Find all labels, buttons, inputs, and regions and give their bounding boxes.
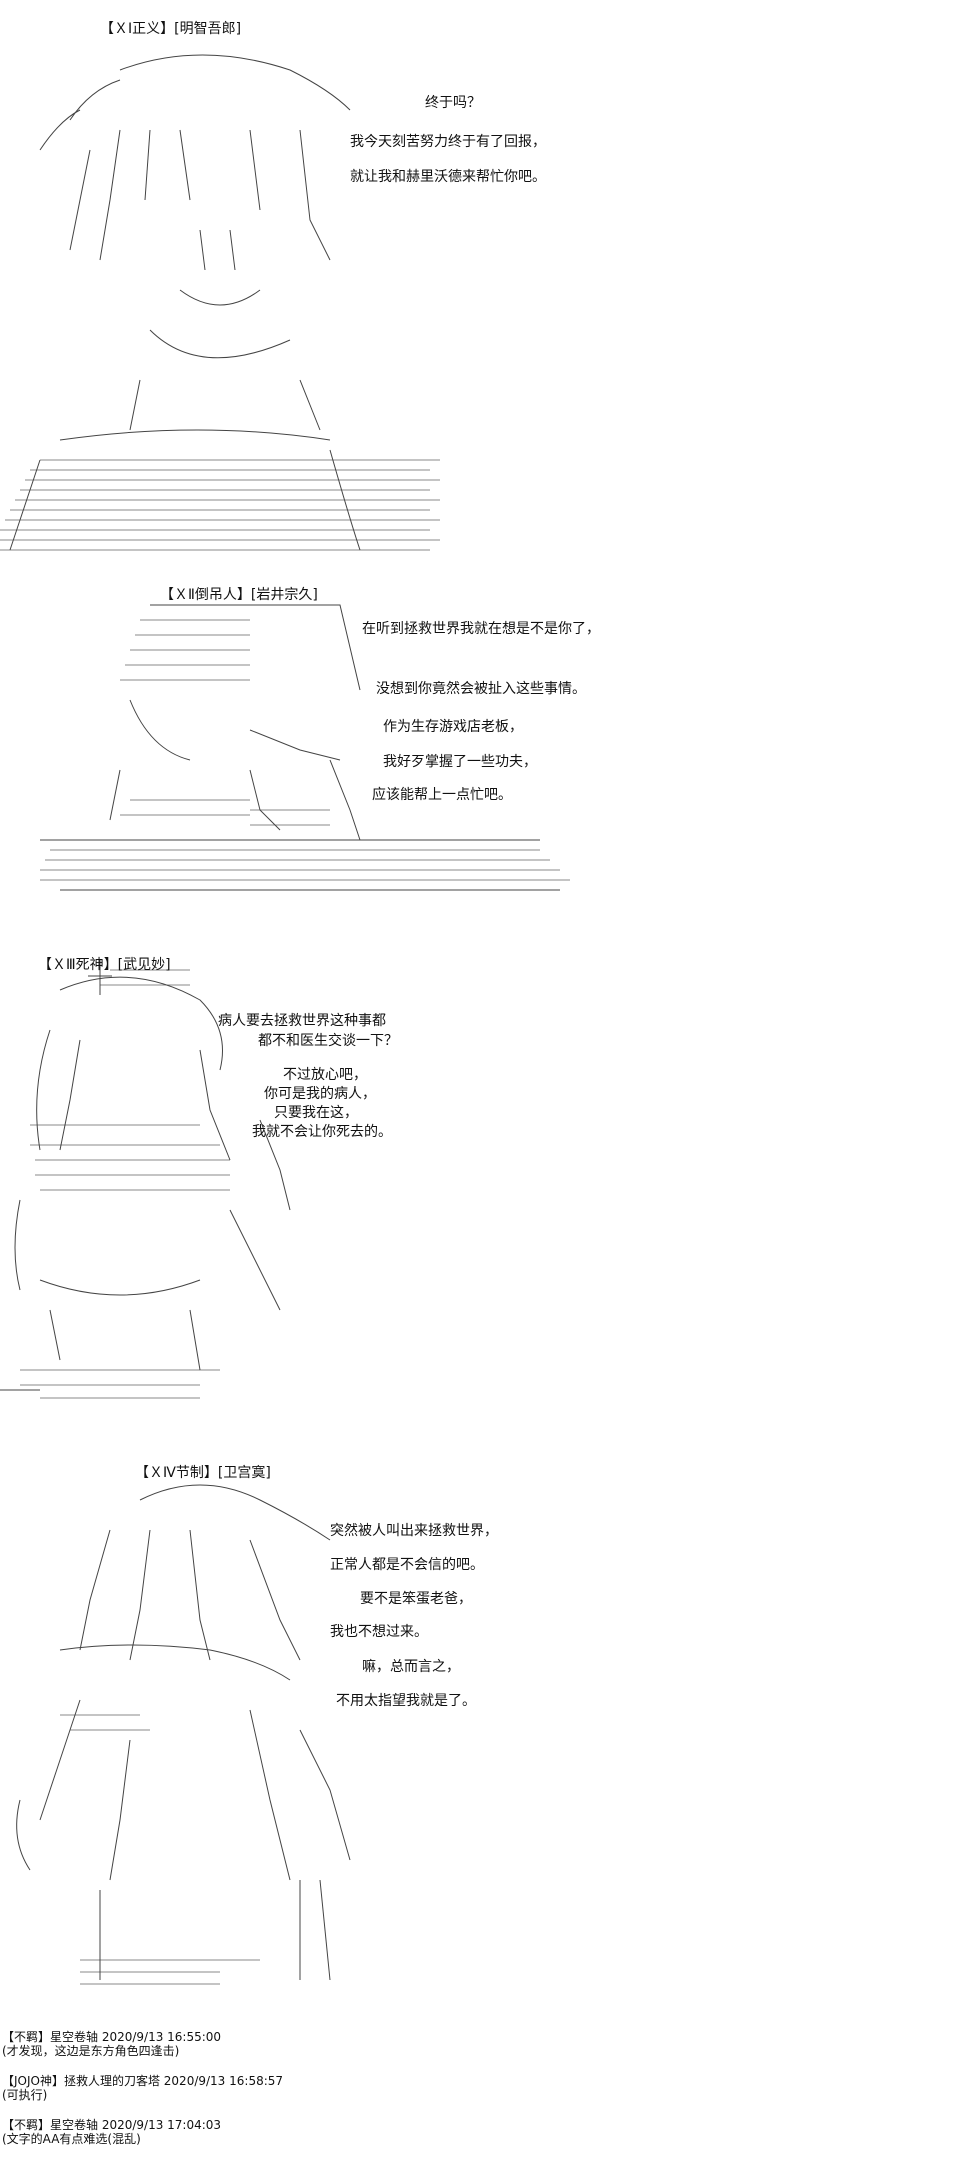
dialog-line: 正常人都是不会信的吧。 [330, 1557, 484, 1573]
dialog-line: 应该能帮上一点忙吧。 [372, 787, 512, 803]
dialog-line: 不用太指望我就是了。 [336, 1693, 476, 1709]
dialog-line: 没想到你竟然会被扯入这些事情。 [376, 681, 586, 697]
character-art-akechi-icon [0, 54, 440, 551]
dialog-line: 在听到拯救世界我就在想是不是你了， [362, 621, 600, 637]
panel-caption: 【ＸⅡ倒吊人】[岩井宗久] [160, 587, 318, 603]
panel-hanged-man: 【ＸⅡ倒吊人】[岩井宗久] 在听到拯救世界我就在想是不是你了， 没想到你竟然会被… [0, 580, 963, 940]
comment-header: 【不羁】星空卷轴 2020/9/13 17:04:03 [2, 2118, 222, 2132]
dialog-line: 病人要去拯救世界这种事都 [218, 1013, 386, 1029]
panel-justice: 【ＸⅠ正义】[明智吾郎] 终于吗？ 我今天刻苦努力终于有了回报， 就让我和赫里沃… [0, 0, 963, 560]
dialog-line: 终于吗？ [425, 95, 481, 111]
dialog-line: 我今天刻苦努力终于有了回报， [350, 134, 546, 150]
dialog-line: 要不是笨蛋老爸， [360, 1591, 472, 1607]
comment-body: (文字的AA有点难选(混乱) [2, 2132, 141, 2146]
panel-caption: 【ＸⅢ死神】[武见妙] [38, 957, 171, 973]
dialog-line: 都不和医生交谈一下？ [258, 1033, 398, 1049]
comment-section: 【不羁】星空卷轴 2020/9/13 16:55:00 (才发现，这边是东方角色… [0, 2030, 963, 2146]
comment-body: (可执行) [2, 2088, 48, 2102]
comment-header: 【不羁】星空卷轴 2020/9/13 16:55:00 [2, 2030, 222, 2044]
dialog-line: 就让我和赫里沃德来帮忙你吧。 [350, 169, 546, 185]
comment-body: (才发现，这边是东方角色四逢击) [2, 2044, 180, 2058]
panel-death: 【ＸⅢ死神】[武见妙] 病人要去拯救世界这种事都 都不和医生交谈一下？ 不过放心… [0, 950, 963, 1420]
dialog-line: 嘛，总而言之， [362, 1659, 460, 1675]
dialog-line: 我也不想过来。 [330, 1624, 428, 1640]
panel-caption: 【ＸⅣ节制】[卫宫寞] [135, 1465, 271, 1481]
dialog-line: 突然被人叫出来拯救世界， [330, 1523, 498, 1539]
character-art-takemi-icon [0, 960, 291, 1399]
character-art-emiya-icon [16, 1484, 351, 1985]
dialog-line: 作为生存游戏店老板， [383, 719, 523, 735]
comment-header: 【JOJO神】拯救人理的刀客塔 2020/9/13 16:58:57 [2, 2074, 284, 2088]
dialog-line: 只要我在这， [274, 1105, 358, 1121]
dialog-line: 我就不会让你死去的。 [252, 1124, 392, 1140]
dialog-line: 我好歹掌握了一些功夫， [383, 754, 537, 770]
dialog-line: 不过放心吧， [283, 1067, 367, 1083]
dialog-line: 你可是我的病人， [264, 1086, 376, 1102]
panel-caption: 【ＸⅠ正义】[明智吾郎] [100, 21, 242, 37]
panel-temperance: 【ＸⅣ节制】[卫宫寞] 突然被人叫出来拯救世界， 正常人都是不会信的吧。 要不是… [0, 1460, 963, 2020]
